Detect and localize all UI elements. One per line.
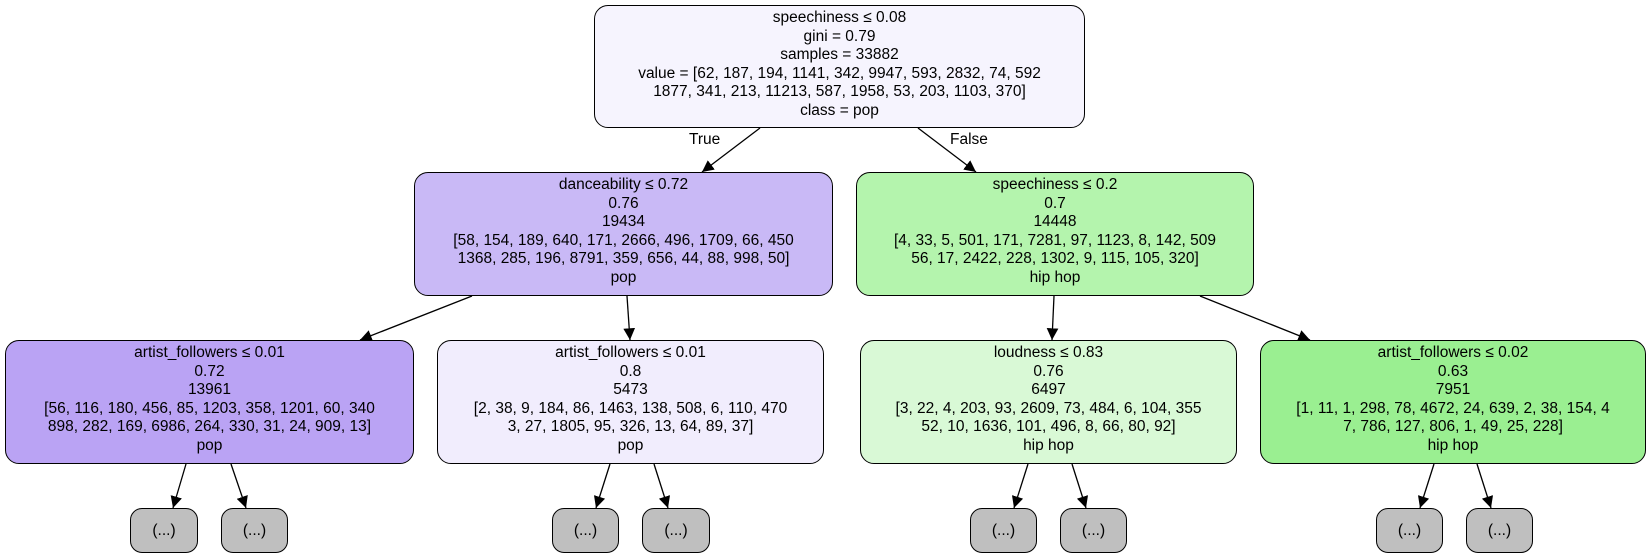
- edge-root-n2: [917, 127, 977, 173]
- edge-n2-n5: [1046, 295, 1059, 341]
- truncated-node: (...): [1376, 508, 1443, 553]
- truncated-node: (...): [970, 508, 1037, 553]
- node-samples: 5473: [613, 381, 648, 398]
- node-value-line2: 1877, 341, 213, 11213, 587, 1958, 53, 20…: [653, 83, 1026, 100]
- edge-n1-n4: [623, 295, 636, 341]
- edge-n3-leaf1: [170, 463, 187, 509]
- node-gini: 0.72: [194, 362, 225, 380]
- node-value-line1: [58, 154, 189, 640, 171, 2666, 496, 1709…: [453, 231, 794, 249]
- node-gini: 0.63: [1437, 362, 1469, 380]
- node-value-line2: 3, 27, 1805, 95, 326, 13, 64, 89, 37]: [507, 418, 754, 435]
- edge-root-n1: [701, 127, 761, 173]
- node-root: speechiness ≤ 0.08 gini = 0.79 samples =…: [594, 5, 1085, 128]
- node-value-line1: [56, 116, 180, 456, 85, 1203, 358, 1201,…: [44, 399, 375, 417]
- edge-n6-leaf1: [1417, 463, 1435, 509]
- node-samples: 14448: [1033, 213, 1077, 230]
- edge-n4-leaf2: [653, 463, 671, 509]
- truncated-node: (...): [642, 508, 710, 553]
- truncated-node: (...): [552, 508, 619, 553]
- node-samples: 6497: [1031, 381, 1066, 398]
- node-samples: 7951: [1435, 381, 1471, 398]
- node-gini: gini = 0.79: [803, 27, 876, 45]
- edge-n5-leaf2: [1071, 463, 1089, 509]
- node-class: hip hop: [1023, 436, 1074, 454]
- node-n6: artist_followers ≤ 0.02 0.63 7951 [1, 11…: [1260, 340, 1646, 464]
- node-samples: 19434: [601, 213, 646, 230]
- node-value-line1: [4, 33, 5, 501, 171, 7281, 97, 1123, 8, …: [893, 231, 1217, 249]
- node-class: pop: [610, 268, 637, 286]
- node-class: class = pop: [800, 101, 879, 119]
- edge-n2-n6: [1199, 295, 1311, 342]
- node-class: hip hop: [1029, 268, 1081, 286]
- node-value-line2: 52, 10, 1636, 101, 496, 8, 66, 80, 92]: [921, 418, 1176, 435]
- node-split: danceability ≤ 0.72: [558, 176, 689, 193]
- node-class: pop: [196, 436, 223, 454]
- node-value-line1: [2, 38, 9, 184, 86, 1463, 138, 508, 6, 1…: [473, 399, 788, 417]
- edge-n6-leaf2: [1476, 463, 1494, 509]
- node-value-line2: 7, 786, 127, 806, 1, 49, 25, 228]: [1343, 418, 1563, 435]
- node-value-line2: 898, 282, 169, 6986, 264, 330, 31, 24, 9…: [47, 418, 372, 435]
- truncated-node: (...): [1466, 508, 1533, 553]
- edge-label-true: True: [689, 131, 721, 148]
- node-split: artist_followers ≤ 0.01: [555, 344, 706, 361]
- node-split: artist_followers ≤ 0.02: [1377, 344, 1529, 361]
- edge-label-false: False: [950, 131, 988, 148]
- node-n3: artist_followers ≤ 0.01 0.72 13961 [56, …: [5, 340, 414, 464]
- node-value-line1: [3, 22, 4, 203, 93, 2609, 73, 484, 6, 10…: [895, 399, 1202, 417]
- node-n5: loudness ≤ 0.83 0.76 6497 [3, 22, 4, 203…: [860, 340, 1237, 464]
- truncated-node: (...): [221, 508, 288, 553]
- node-gini: 0.8: [619, 362, 642, 380]
- node-split: artist_followers ≤ 0.01: [134, 344, 285, 361]
- node-samples: 13961: [187, 381, 232, 398]
- node-gini: 0.76: [608, 194, 639, 212]
- edge-n5-leaf1: [1011, 463, 1029, 509]
- node-value-line2: 56, 17, 2422, 228, 1302, 9, 115, 105, 32…: [911, 250, 1199, 267]
- node-samples: samples = 33882: [780, 46, 899, 63]
- node-gini: 0.7: [1044, 194, 1066, 212]
- edge-n3-leaf2: [230, 463, 248, 509]
- node-n4: artist_followers ≤ 0.01 0.8 5473 [2, 38,…: [437, 340, 824, 464]
- node-split: speechiness ≤ 0.08: [772, 9, 907, 26]
- truncated-node: (...): [130, 508, 198, 553]
- node-gini: 0.76: [1033, 362, 1064, 380]
- truncated-node: (...): [1060, 508, 1127, 553]
- node-class: pop: [617, 436, 644, 454]
- edge-n1-n3: [359, 295, 473, 342]
- node-value-line1: value = [62, 187, 194, 1141, 342, 9947, …: [638, 64, 1041, 82]
- node-split: loudness ≤ 0.83: [993, 344, 1104, 361]
- node-n2: speechiness ≤ 0.2 0.7 14448 [4, 33, 5, 5…: [856, 172, 1254, 296]
- node-value-line1: [1, 11, 1, 298, 78, 4672, 24, 639, 2, 38…: [1296, 399, 1610, 417]
- node-n1: danceability ≤ 0.72 0.76 19434 [58, 154,…: [414, 172, 833, 296]
- node-value-line2: 1368, 285, 196, 8791, 359, 656, 44, 88, …: [457, 250, 790, 267]
- edge-n4-leaf1: [593, 463, 611, 509]
- node-class: hip hop: [1427, 436, 1479, 454]
- node-split: speechiness ≤ 0.2: [992, 176, 1118, 193]
